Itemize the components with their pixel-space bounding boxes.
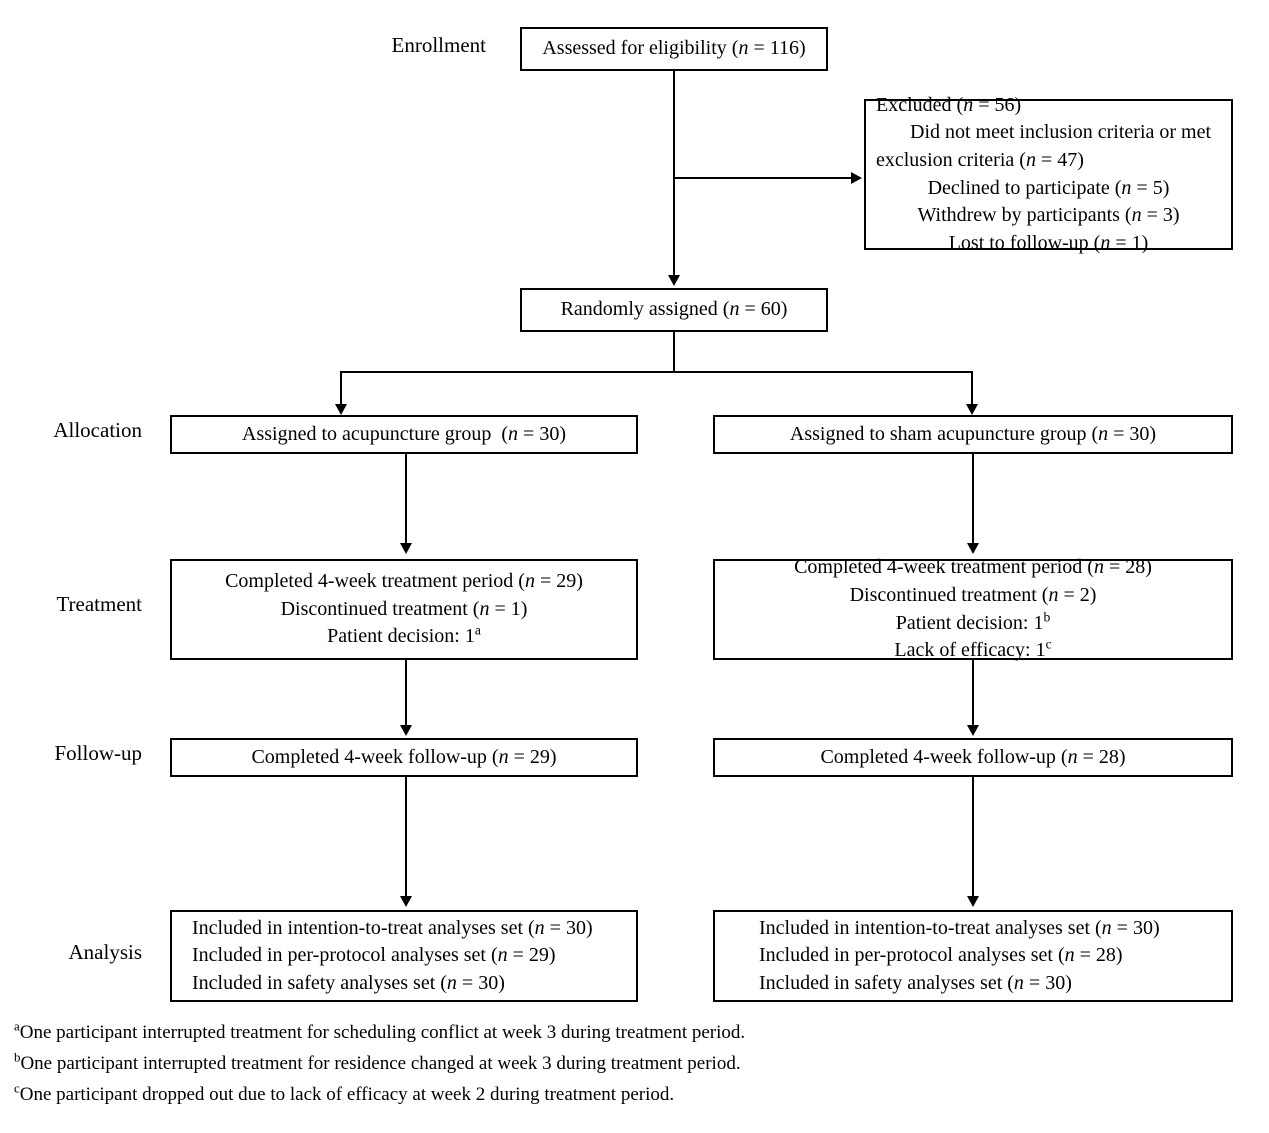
box-analysis-acupuncture: Included in intention-to-treat analyses …	[170, 910, 638, 1002]
box-treatment-acupuncture: Completed 4-week treatment period (n = 2…	[170, 559, 638, 660]
box-line-excluded-declined: Declined to participate (n = 5)	[927, 176, 1170, 199]
box-line-excluded-withdrew: Withdrew by participants (n = 3)	[917, 204, 1180, 227]
box-line: Assessed for eligibility (n = 116)	[542, 37, 806, 60]
box-randomly-assigned: Randomly assigned (n = 60)	[520, 288, 828, 332]
connector-followup-to-analysis-left	[405, 777, 407, 899]
box-allocation-sham-acupuncture: Assigned to sham acupuncture group (n = …	[713, 415, 1233, 454]
footnote-b: bOne participant interrupted treatment f…	[14, 1049, 1114, 1080]
box-followup-acupuncture: Completed 4-week follow-up (n = 29)	[170, 738, 638, 777]
box-line: Assigned to acupuncture group (n = 30)	[242, 422, 566, 445]
box-line-pp: Included in per-protocol analyses set (n…	[192, 944, 556, 967]
box-line-itt: Included in intention-to-treat analyses …	[192, 916, 593, 939]
box-line-excluded-criteria: Did not meet inclusion criteria or met e…	[876, 121, 1212, 171]
stage-label-analysis: Analysis	[68, 940, 143, 964]
connector-split-right-drop	[971, 371, 973, 409]
footnote-a: aOne participant interrupted treatment f…	[14, 1018, 1114, 1049]
box-line: Completed 4-week follow-up (n = 28)	[820, 745, 1126, 768]
box-line-excluded-total: Excluded (n = 56)	[876, 93, 1022, 116]
connector-split-horizontal	[340, 371, 973, 373]
stage-label-enrollment: Enrollment	[391, 33, 486, 57]
connector-allocation-to-treatment-left	[405, 454, 407, 546]
stage-label-followup: Follow-up	[54, 741, 142, 765]
box-allocation-acupuncture: Assigned to acupuncture group (n = 30)	[170, 415, 638, 454]
footnote-text-c: One participant dropped out due to lack …	[19, 1083, 675, 1105]
box-line-safety: Included in safety analyses set (n = 30)	[759, 971, 1072, 994]
box-line: Randomly assigned (n = 60)	[560, 298, 788, 321]
box-treatment-sham-acupuncture: Completed 4-week treatment period (n = 2…	[713, 556, 1233, 661]
box-excluded: Excluded (n = 56) Did not meet inclusion…	[864, 94, 1233, 254]
arrowhead-to-treatment-left	[400, 543, 412, 554]
box-line-patient-decision: Patient decision: 1a	[327, 622, 481, 648]
arrowhead-to-randomized	[668, 275, 680, 286]
footnote-marker-b: b	[14, 1049, 21, 1065]
connector-followup-to-analysis-right	[972, 777, 974, 899]
box-analysis-sham-acupuncture: Included in intention-to-treat analyses …	[713, 910, 1233, 1002]
box-line-completed: Completed 4-week treatment period (n = 2…	[225, 570, 583, 593]
arrowhead-to-treatment-right	[967, 543, 979, 554]
arrowhead-to-followup-left	[400, 725, 412, 736]
arrowhead-to-followup-right	[967, 725, 979, 736]
box-line-discontinued: Discontinued treatment (n = 2)	[849, 583, 1097, 606]
stage-label-treatment: Treatment	[56, 592, 142, 616]
box-line: Assigned to sham acupuncture group (n = …	[789, 422, 1157, 445]
box-line-patient-decision: Patient decision: 1b	[895, 608, 1051, 634]
box-line-lack-of-efficacy: Lack of efficacy: 1c	[894, 636, 1052, 662]
connector-to-excluded	[673, 177, 853, 179]
arrowhead-to-allocation-right	[966, 404, 978, 415]
arrowhead-to-analysis-left	[400, 896, 412, 907]
footnote-marker-a: a	[14, 1018, 20, 1034]
footnote-text-a: One participant interrupted treatment fo…	[19, 1022, 746, 1043]
box-line-itt: Included in intention-to-treat analyses …	[759, 916, 1160, 939]
connector-randomized-stem	[673, 332, 675, 372]
connector-assessed-to-randomized	[673, 71, 675, 281]
box-line-safety: Included in safety analyses set (n = 30)	[192, 971, 505, 994]
footnote-marker-c: c	[14, 1080, 20, 1096]
box-line: Completed 4-week follow-up (n = 29)	[251, 745, 557, 768]
connector-treatment-to-followup-right	[972, 660, 974, 728]
box-assessed-for-eligibility: Assessed for eligibility (n = 116)	[520, 27, 828, 71]
footnote-text-b: One participant interrupted treatment fo…	[20, 1052, 741, 1074]
connector-treatment-to-followup-left	[405, 660, 407, 728]
box-line-discontinued: Discontinued treatment (n = 1)	[280, 597, 528, 620]
footnotes: aOne participant interrupted treatment f…	[14, 1018, 1114, 1110]
box-followup-sham-acupuncture: Completed 4-week follow-up (n = 28)	[713, 738, 1233, 777]
footnote-c: cOne participant dropped out due to lack…	[14, 1080, 1114, 1111]
stage-label-allocation: Allocation	[53, 418, 142, 442]
arrowhead-to-allocation-left	[335, 404, 347, 415]
connector-allocation-to-treatment-right	[972, 454, 974, 546]
arrowhead-to-excluded	[851, 172, 862, 184]
arrowhead-to-analysis-right	[967, 896, 979, 907]
box-line-excluded-lost: Lost to follow-up (n = 1)	[948, 231, 1149, 254]
box-line-completed: Completed 4-week treatment period (n = 2…	[794, 556, 1152, 579]
connector-split-left-drop	[340, 371, 342, 409]
box-line-pp: Included in per-protocol analyses set (n…	[759, 944, 1123, 967]
